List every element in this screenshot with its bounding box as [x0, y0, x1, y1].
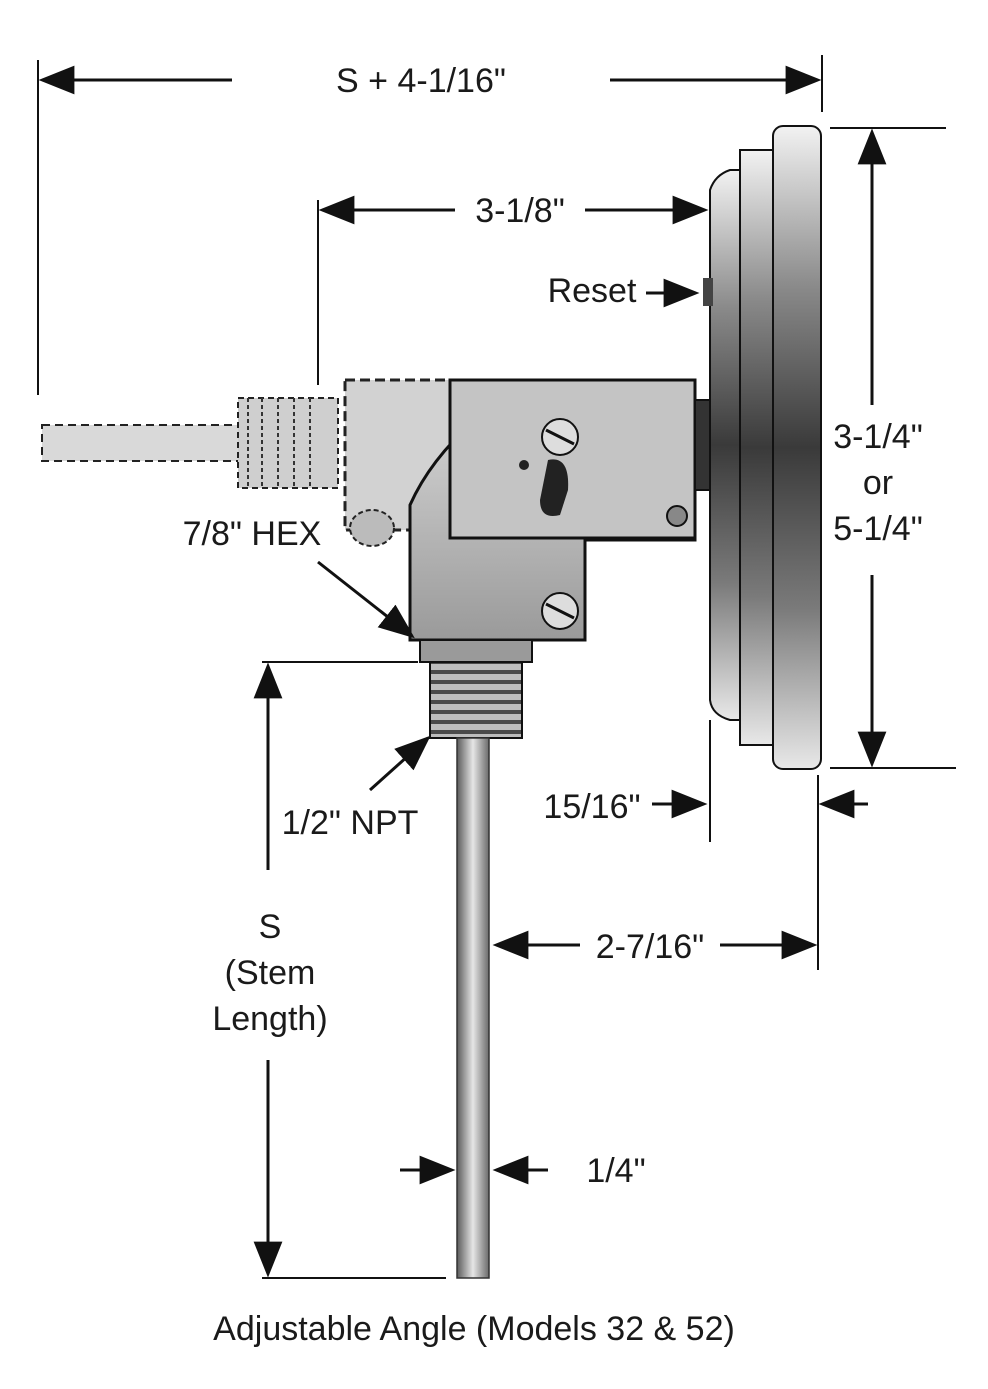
elbow-body: [408, 378, 697, 642]
dial-case: [694, 125, 822, 770]
stem-paren-1-label: (Stem: [225, 954, 316, 992]
reset-label: Reset: [548, 272, 637, 310]
hex-fitting: [419, 639, 533, 739]
stem-diameter-label: 1/4": [586, 1152, 645, 1190]
dial-size-b-label: 5-1/4": [833, 510, 923, 548]
case-depth-label: 15/16": [543, 788, 640, 826]
npt-label: 1/2" NPT: [282, 804, 419, 842]
overall-length-label: S + 4-1/16": [336, 62, 506, 100]
stem: [456, 737, 490, 1279]
hex-label: 7/8" HEX: [183, 515, 322, 553]
dial-or-label: or: [863, 464, 893, 502]
stem-paren-2-label: Length): [212, 1000, 327, 1038]
dimension-lines: [37, 55, 956, 1279]
case-to-back-label: 3-1/8": [475, 192, 565, 230]
caption: Adjustable Angle (Models 32 & 52): [213, 1310, 735, 1348]
stem-s-label: S: [259, 908, 282, 946]
dial-size-a-label: 3-1/4": [833, 418, 923, 456]
stem-offset-label: 2-7/16": [596, 928, 704, 966]
